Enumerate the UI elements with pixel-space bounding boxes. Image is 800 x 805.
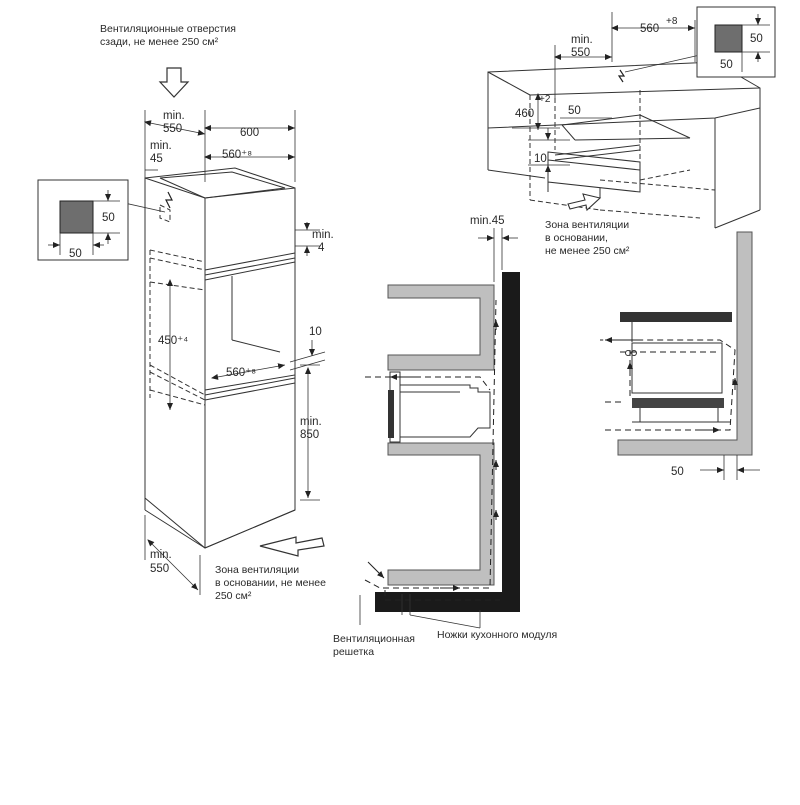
dim-min550-bottom-a: min. (150, 549, 172, 561)
label-cabinet-legs: Ножки кухонного модуля (437, 629, 557, 641)
tr-dim-10: 10 (534, 153, 547, 165)
tr-note-line3: не менее 250 см² (545, 245, 630, 257)
rear-vent-note-line2: сзади, не менее 250 см² (100, 36, 219, 48)
dim-min550-top-a: min. (163, 110, 185, 122)
right-dim-50: 50 (671, 466, 684, 478)
wall-section (375, 272, 520, 612)
detail-right-w50: 50 (720, 59, 733, 71)
tr-note-line1: Зона вентиляции (545, 219, 629, 231)
detail-left-h50: 50 (102, 212, 115, 224)
dim-min550-bottom-b: 550 (150, 563, 169, 575)
detail-right-h50: 50 (750, 33, 763, 45)
vent-opening-detail-left: 50 50 (37, 179, 129, 261)
tr-note-line2: в основании, (545, 232, 608, 244)
dim-560-mid: 560⁺⁸ (226, 367, 256, 379)
label-vent-grille-2: решетка (333, 646, 374, 658)
tr-dim-460-sup: +2 (539, 94, 551, 105)
dim-min550-top-b: 550 (163, 123, 182, 135)
dim-min4-a: min. (312, 229, 334, 241)
tr-dim-min550-a: min. (571, 34, 593, 46)
dim-min45-b: 45 (150, 153, 163, 165)
dim-600: 600 (240, 127, 259, 139)
dim-min4-b: 4 (318, 242, 325, 254)
tr-dim-50: 50 (568, 105, 581, 117)
vent-opening-square-right (714, 24, 743, 53)
dim-10: 10 (309, 326, 322, 338)
vent-opening-detail-right: 50 50 (696, 6, 776, 78)
undercounter-unit: 560 +8 min. 550 460 +2 50 10 Зона вентил… (487, 12, 761, 257)
cross-section-airflow: min.45 Ножки кухонного модуля Вентиляцио… (333, 215, 557, 658)
dim-560-top: 560⁺⁸ (222, 149, 252, 161)
tr-dim-460: 460 (515, 108, 534, 120)
dim-min45-a: min. (150, 140, 172, 152)
label-vent-grille-1: Вентиляционная (333, 633, 415, 645)
tr-dim-min550-b: 550 (571, 47, 590, 59)
dim-min850-a: min. (300, 416, 322, 428)
airflow-arrow-base-icon (259, 536, 325, 557)
airflow-arrow-down-icon (158, 67, 190, 98)
base-vent-note-line2: в основании, не менее (215, 577, 326, 589)
rear-vent-note-line1: Вентиляционные отверстия (100, 23, 236, 35)
tr-dim-560: 560 (640, 23, 659, 35)
tall-column-unit: Вентиляционные отверстия сзади, не менее… (100, 23, 334, 602)
vent-opening-square (59, 200, 94, 234)
dim-450: 450⁺⁴ (158, 335, 188, 347)
mid-dim-min45: min.45 (470, 215, 505, 227)
side-section-airflow: 50 (600, 231, 760, 480)
base-vent-note-line1: Зона вентиляции (215, 564, 299, 576)
detail-left-w50: 50 (69, 248, 82, 260)
tr-airflow-arrow-icon (567, 193, 602, 212)
tr-dim-560-sup: +8 (666, 16, 678, 27)
base-vent-note-line3: 250 см² (215, 590, 252, 602)
dim-min850-b: 850 (300, 429, 319, 441)
